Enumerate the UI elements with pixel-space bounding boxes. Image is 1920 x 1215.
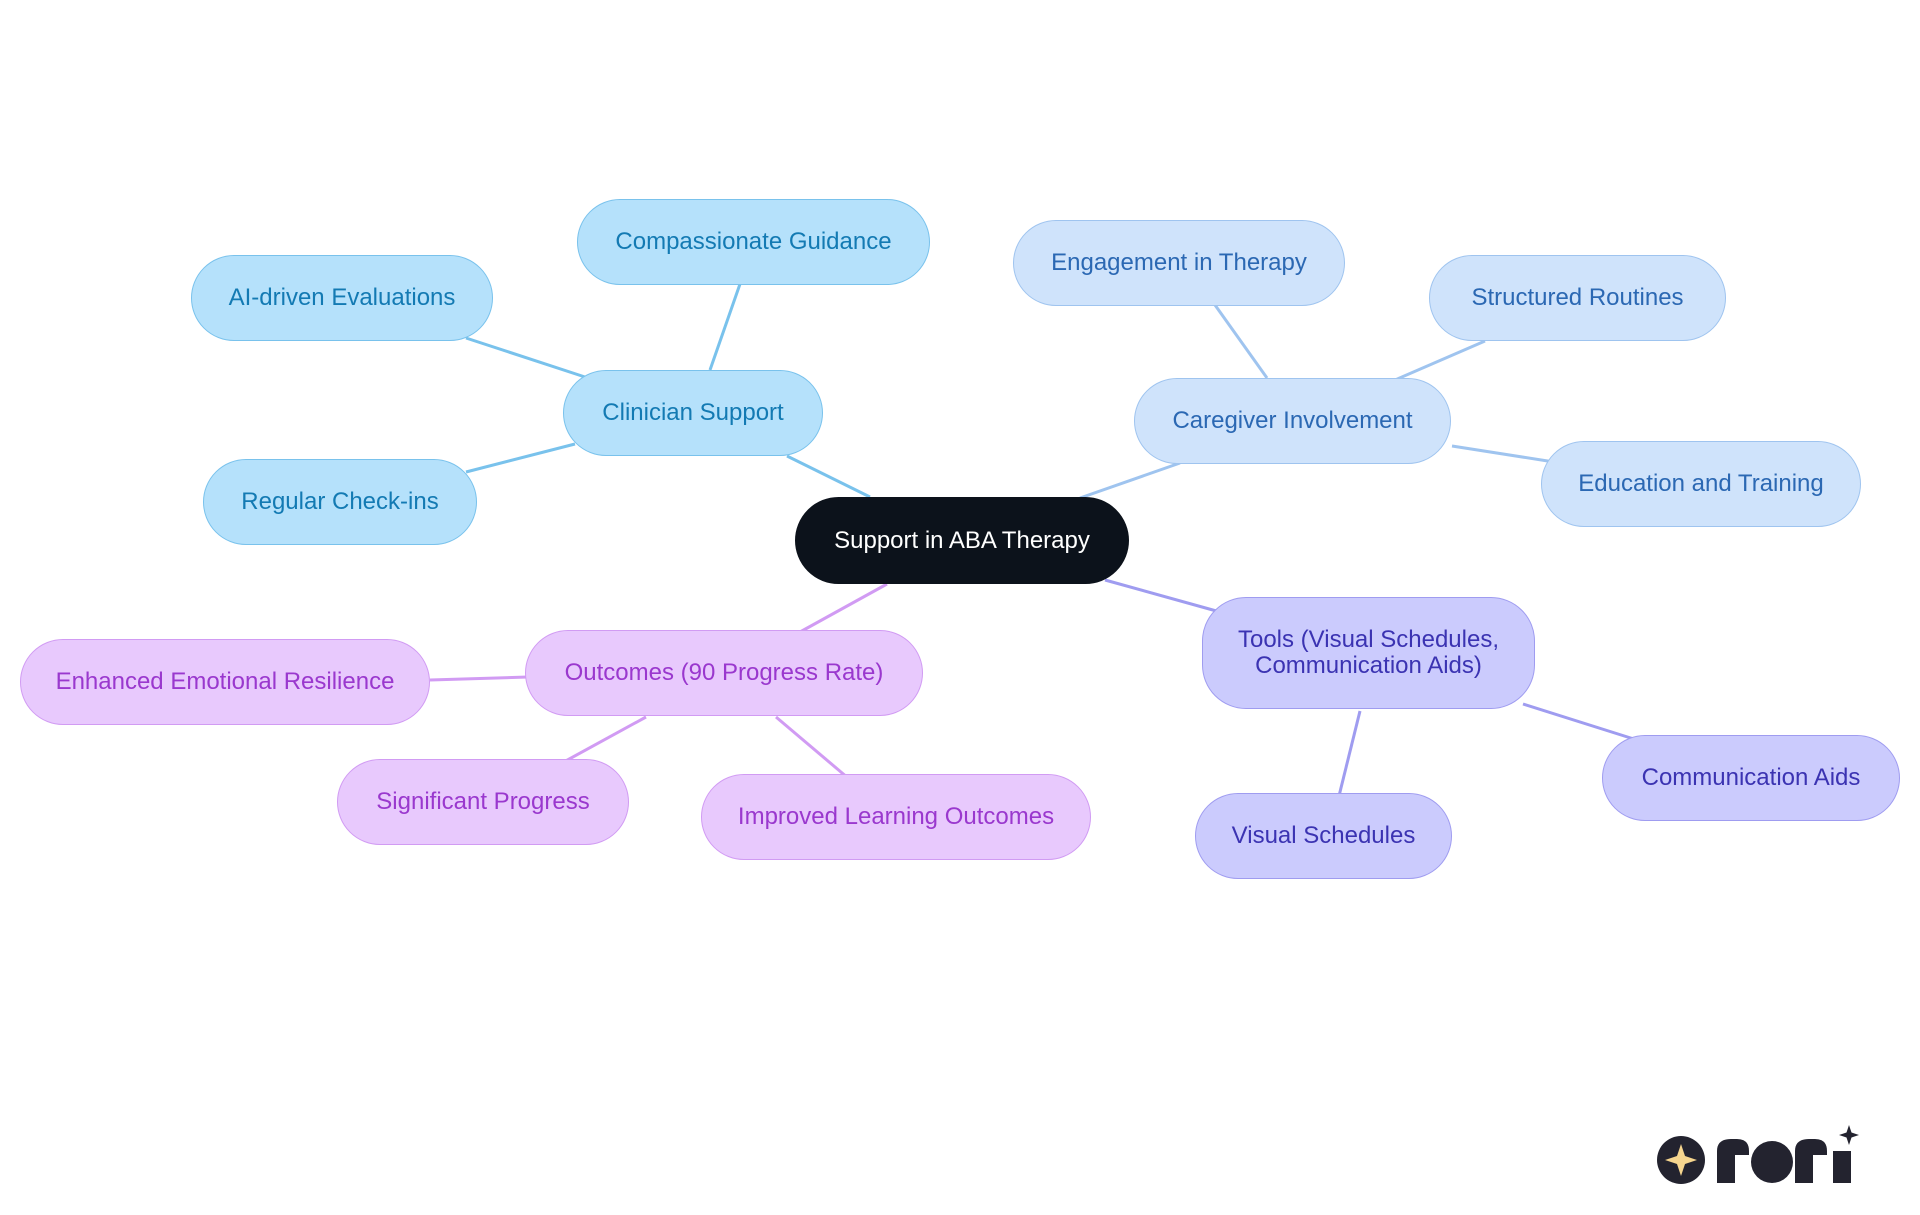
- root-node: Support in ABA Therapy: [795, 497, 1129, 584]
- leaf-improved-learning-outcomes: Improved Learning Outcomes: [701, 774, 1091, 860]
- leaf-structured-routines: Structured Routines: [1429, 255, 1726, 341]
- edge-outcomes-improved: [775, 715, 849, 780]
- leaf-compassionate-guidance: Compassionate Guidance: [577, 199, 930, 285]
- leaf-engagement-in-therapy: Engagement in Therapy: [1013, 220, 1345, 306]
- edge-caregiver-engagement: [1213, 304, 1269, 379]
- edge-clinician-checkins: [465, 442, 576, 474]
- leaf-regular-check-ins: Regular Check-ins: [203, 459, 477, 545]
- leaf-ai-driven-evaluations: AI-driven Evaluations: [191, 255, 493, 341]
- brand-logo: [1657, 1125, 1859, 1184]
- sparkle-icon: [1665, 1144, 1697, 1176]
- edge-outcomes-resilience: [429, 675, 529, 682]
- edge-caregiver-education: [1451, 444, 1555, 464]
- branch-outcomes: Outcomes (90 Progress Rate): [525, 630, 923, 716]
- edge-clinician-compassionate: [708, 283, 742, 371]
- leaf-enhanced-emotional-resilience: Enhanced Emotional Resilience: [20, 639, 430, 725]
- edge-root-tools: [1104, 578, 1221, 614]
- edge-root-clinician: [786, 454, 871, 499]
- logo-wordmark: [1717, 1139, 1851, 1183]
- leaf-visual-schedules: Visual Schedules: [1195, 793, 1452, 879]
- edge-tools-schedules: [1336, 710, 1362, 801]
- edge-tools-aids: [1522, 702, 1638, 742]
- edge-outcomes-significant: [561, 715, 647, 765]
- leaf-significant-progress: Significant Progress: [337, 759, 629, 845]
- edge-root-caregiver: [1079, 461, 1181, 500]
- branch-tools: Tools (Visual Schedules, Communication A…: [1202, 597, 1535, 709]
- edge-clinician-ai: [465, 336, 586, 379]
- leaf-education-and-training: Education and Training: [1541, 441, 1861, 527]
- branch-clinician-support: Clinician Support: [563, 370, 823, 456]
- leaf-communication-aids: Communication Aids: [1602, 735, 1900, 821]
- logo-star-icon: [1839, 1125, 1859, 1145]
- branch-caregiver-involvement: Caregiver Involvement: [1134, 378, 1451, 464]
- edge-caregiver-routines: [1394, 339, 1486, 382]
- edge-root-outcomes: [799, 582, 888, 634]
